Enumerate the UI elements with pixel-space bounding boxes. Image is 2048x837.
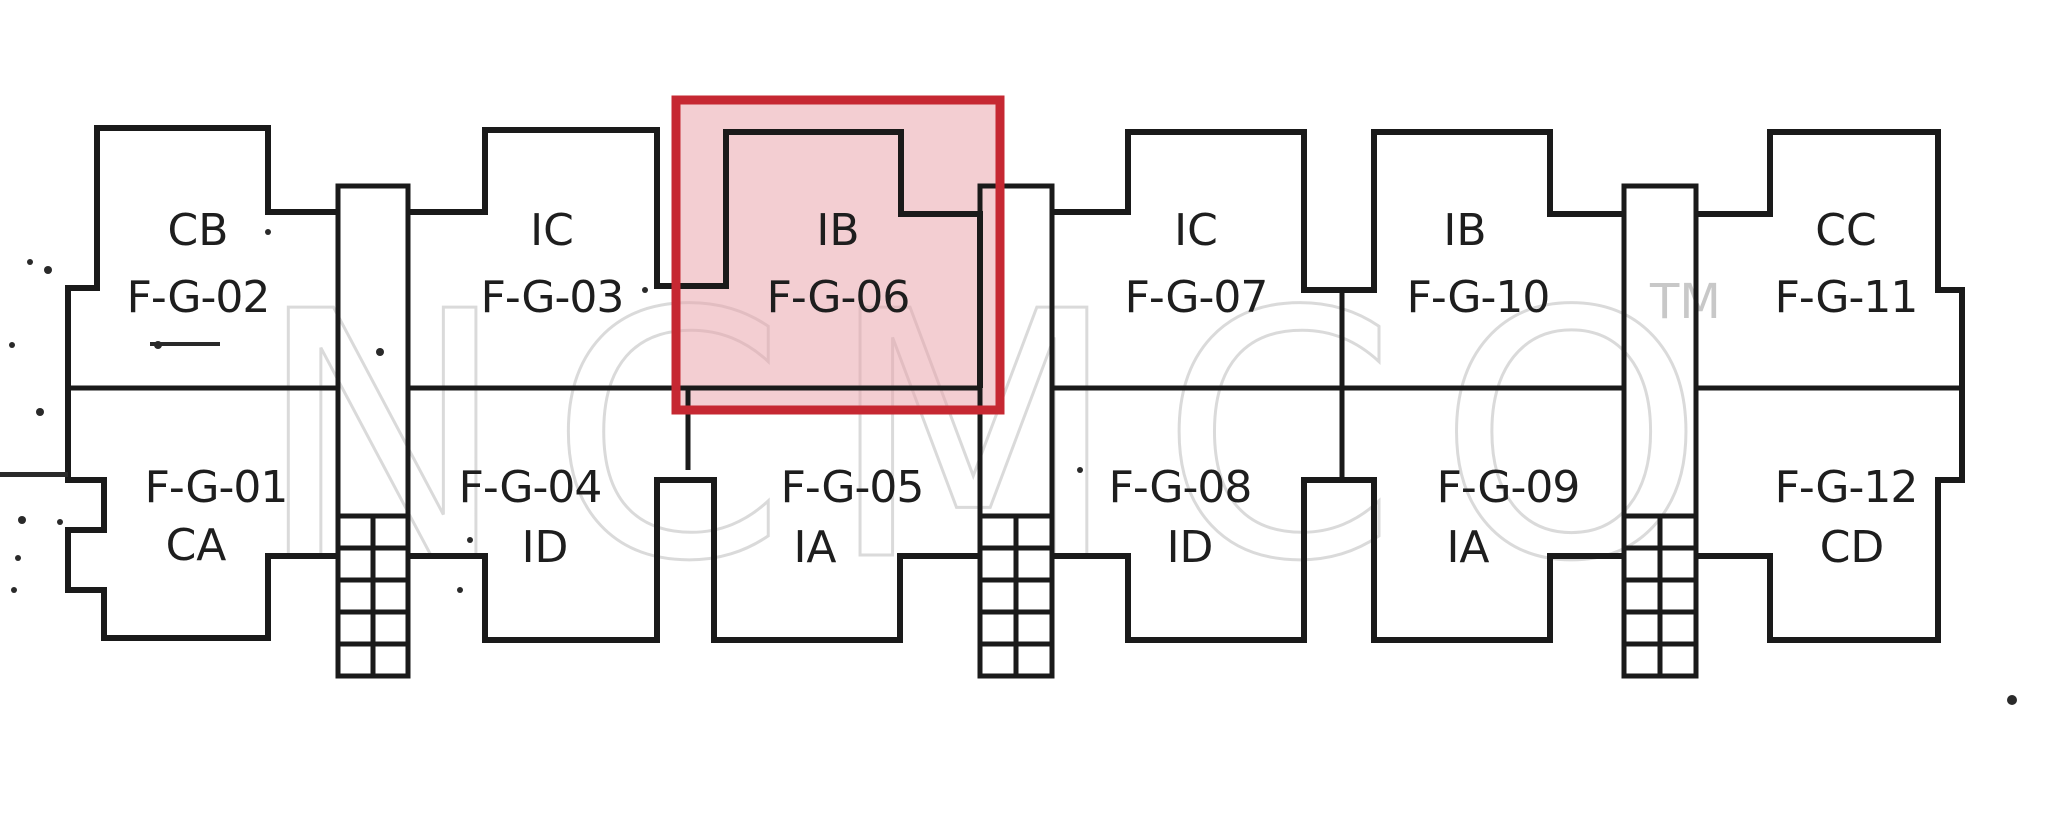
- unit-type-f-g-06: IB: [816, 205, 859, 256]
- stair-grid-2: [977, 513, 1055, 679]
- unit-id-f-g-07: F-G-07: [1125, 272, 1268, 323]
- watermark-tm: TM: [1649, 274, 1721, 330]
- highlight-fill: [676, 100, 1000, 410]
- unit-type-f-g-08: ID: [1167, 522, 1214, 573]
- unit-id-f-g-09: F-G-09: [1437, 462, 1580, 513]
- unit-id-f-g-11: F-G-11: [1775, 272, 1918, 323]
- unit-outline-f-g-12: [1696, 388, 1965, 643]
- stair-core-1: [335, 183, 411, 679]
- unit-type-f-g-11: CC: [1815, 205, 1876, 256]
- unit-type-f-g-04: ID: [522, 522, 569, 573]
- unit-outline-f-g-11: [1696, 129, 1965, 388]
- selected-unit-highlight: [671, 95, 1005, 415]
- unit-labels: CB F-G-02 IC F-G-03 IB F-G-06 IC F-G-07 …: [127, 205, 1919, 573]
- unit-outline-f-g-01: [65, 388, 338, 641]
- unit-type-f-g-02: CB: [168, 205, 229, 256]
- unit-outline-f-g-04: [408, 477, 980, 643]
- bottom-row-walls: [65, 388, 1965, 643]
- top-row-walls: [65, 125, 1965, 640]
- unit-outline-f-g-07: [1052, 129, 1342, 293]
- stair-grid-1: [335, 513, 411, 679]
- unit-id-f-g-10: F-G-10: [1407, 272, 1550, 323]
- stair-core-2: [977, 183, 1055, 679]
- unit-outline-f-g-08: [1052, 477, 1624, 643]
- unit-id-f-g-03: F-G-03: [481, 272, 624, 323]
- unit-type-f-g-05: IA: [793, 522, 836, 573]
- unit-id-f-g-12: F-G-12: [1775, 462, 1918, 513]
- stair-core-3: [1621, 183, 1699, 679]
- unit-id-f-g-02: F-G-02: [127, 272, 270, 323]
- unit-type-f-g-12: CD: [1820, 522, 1885, 573]
- unit-outline-f-g-02: [65, 125, 338, 388]
- unit-type-f-g-09: IA: [1446, 522, 1489, 573]
- unit-type-f-g-07: IC: [1174, 205, 1218, 256]
- scan-noise: [0, 229, 2017, 705]
- unit-id-f-g-05: F-G-05: [781, 462, 924, 513]
- unit-outline-f-g-10: [1342, 129, 1624, 293]
- unit-id-f-g-04: F-G-04: [459, 462, 602, 513]
- unit-type-f-g-10: IB: [1443, 205, 1486, 256]
- unit-type-f-g-03: IC: [530, 205, 574, 256]
- unit-outline-f-g-03: [408, 127, 678, 289]
- unit-id-f-g-06: F-G-06: [767, 272, 910, 323]
- stair-grid-3: [1621, 513, 1699, 679]
- unit-id-f-g-01: F-G-01: [145, 462, 288, 513]
- unit-id-f-g-08: F-G-08: [1109, 462, 1252, 513]
- unit-type-f-g-01: CA: [166, 520, 227, 571]
